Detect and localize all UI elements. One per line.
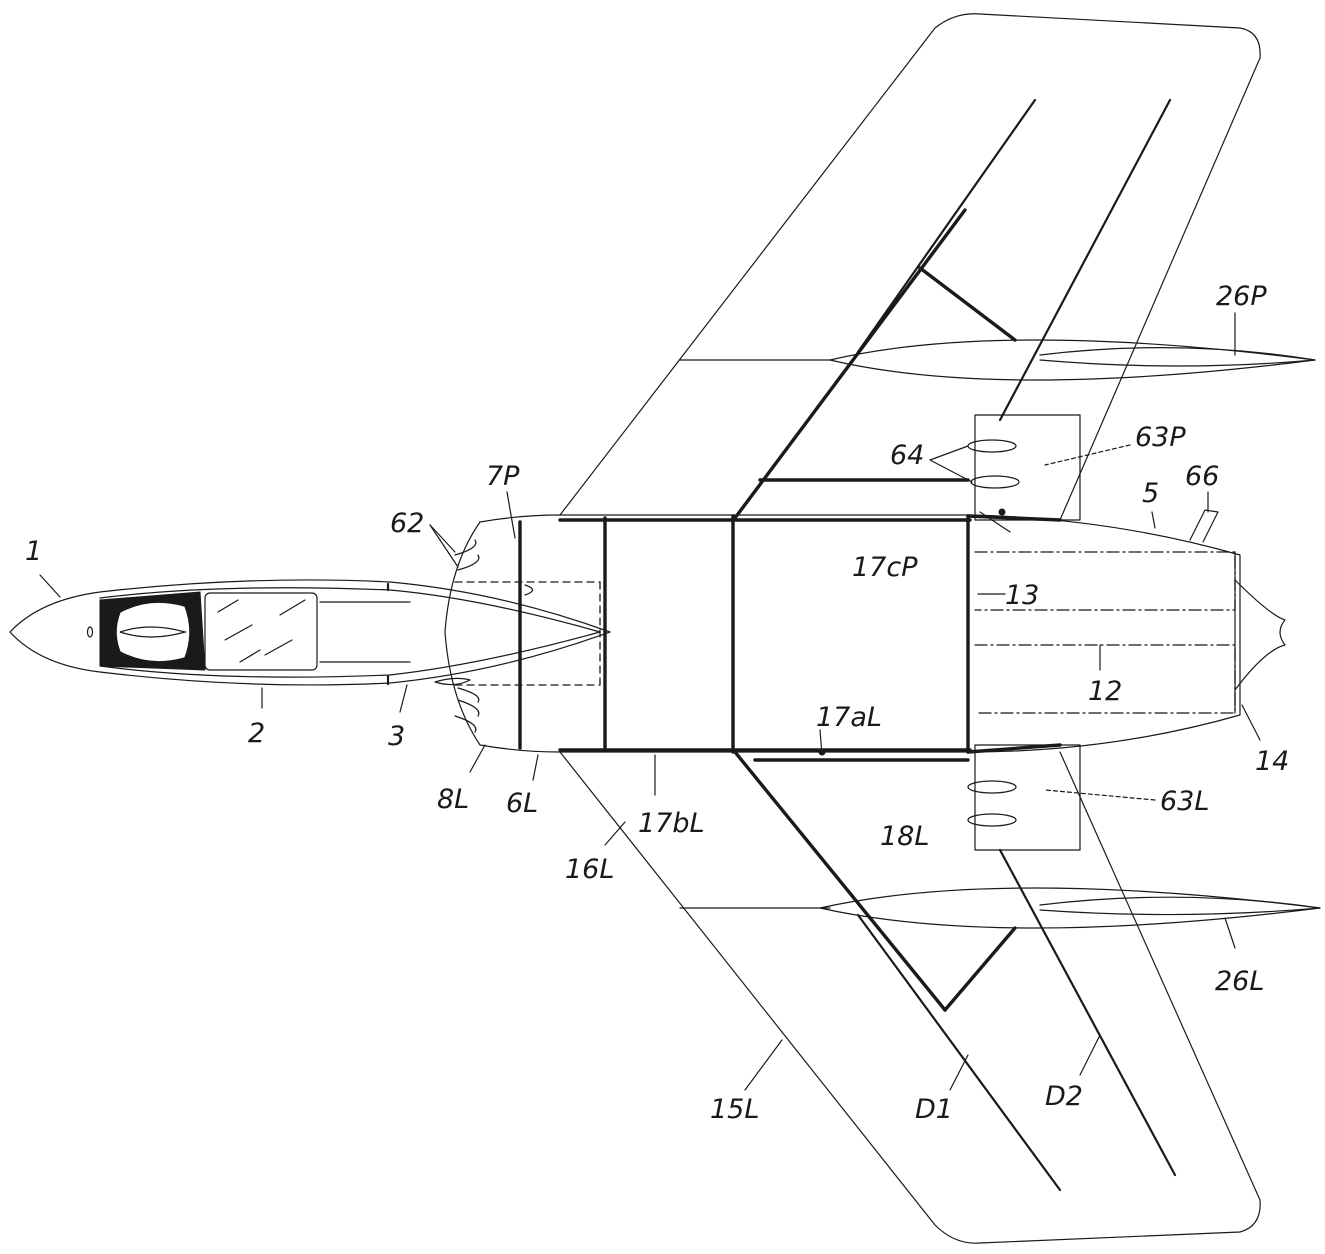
label-6l: 6L <box>506 788 538 819</box>
inlet-lip <box>524 584 534 596</box>
glass-hatch <box>224 624 253 641</box>
panel-63p <box>974 414 1081 521</box>
label-14: 14 <box>1255 746 1289 777</box>
label-12: 12 <box>1088 676 1122 707</box>
lower-wing-rib-a <box>943 926 1017 1012</box>
fitting-63l-b <box>967 813 1017 827</box>
canopy-glass <box>204 592 318 671</box>
leader-63p <box>1044 444 1131 466</box>
leader-7p <box>506 491 516 539</box>
leader-14 <box>1241 704 1261 741</box>
leader-1 <box>39 574 61 598</box>
label-66: 66 <box>1185 461 1219 492</box>
label-62: 62 <box>390 508 424 539</box>
label-63l: 63L <box>1160 786 1209 817</box>
label-d2: D2 <box>1045 1081 1083 1112</box>
leader-26l <box>1224 917 1236 949</box>
upper-pod-inner <box>1039 347 1316 367</box>
label-5: 5 <box>1142 478 1159 509</box>
lower-pod-outer <box>819 887 1321 929</box>
label-17bl: 17bL <box>638 808 705 839</box>
lower-wing-leading-structure <box>733 750 947 1012</box>
leader-62b <box>429 524 459 568</box>
leader-3 <box>399 684 408 713</box>
lower-spar-d1 <box>856 913 1062 1192</box>
canopy-outline <box>99 587 601 678</box>
louvre-62-lower <box>454 687 480 733</box>
lower-spar-d2 <box>998 848 1177 1177</box>
leader-lines <box>39 444 1261 1091</box>
upper-pod-outer <box>829 339 1316 381</box>
leader-64-b <box>929 459 973 483</box>
nose-outline <box>9 579 611 686</box>
label-18l: 18L <box>880 821 929 852</box>
nose-section <box>9 579 611 686</box>
lower-pod-inner <box>1039 896 1321 916</box>
nose-fairing <box>434 677 471 686</box>
label-16l: 16L <box>565 854 614 885</box>
longeron-lower-rear <box>966 743 1062 754</box>
leader-62a <box>429 524 456 553</box>
label-17al: 17aL <box>816 702 882 733</box>
leader-d2 <box>1079 1034 1101 1076</box>
label-26p: 26P <box>1216 281 1267 312</box>
label-2: 2 <box>248 718 265 749</box>
leader-16l <box>604 821 626 846</box>
leader-63l <box>1044 789 1156 801</box>
fitting-63l-a <box>967 780 1017 794</box>
upper-wing-rib-a <box>918 266 1017 342</box>
leader-5 <box>1151 511 1156 529</box>
label-63p: 63P <box>1135 422 1186 453</box>
leader-6l <box>532 754 539 781</box>
glass-hatch <box>264 639 293 656</box>
lower-wing-outline <box>559 751 1261 1244</box>
lower-wing <box>559 750 1261 1244</box>
upper-spar-d2 <box>998 98 1172 422</box>
label-26l: 26L <box>1215 966 1264 997</box>
antenna-66 <box>1189 509 1219 543</box>
label-3: 3 <box>388 721 405 752</box>
reference-labels: 1 2 3 5 6L 7P 8L 12 13 14 15L 16L 17aL 1… <box>25 281 1289 1125</box>
glass-hatch <box>279 599 306 616</box>
label-d1: D1 <box>915 1094 953 1125</box>
glass-hatch <box>239 649 261 663</box>
label-8l: 8L <box>437 784 469 815</box>
windshield-center <box>119 626 188 638</box>
upper-pod <box>829 312 1316 381</box>
fitting-64-b <box>970 475 1020 489</box>
longeron-17cp <box>966 514 1062 522</box>
label-17cp: 17cP <box>852 552 918 583</box>
label-15l: 15L <box>710 1094 759 1125</box>
label-1: 1 <box>25 536 42 567</box>
leader-8l <box>469 744 486 773</box>
leader-d1 <box>949 1054 969 1091</box>
label-64: 64 <box>890 440 924 471</box>
glass-hatch <box>217 599 239 613</box>
louvre-62-upper <box>454 539 480 571</box>
point-17al <box>818 748 826 756</box>
leader-17cp <box>979 511 1011 533</box>
tail-cone-14 <box>1234 579 1286 691</box>
upper-wing-outline <box>559 13 1261 521</box>
lower-pod <box>819 887 1321 949</box>
leader-15l <box>744 1039 783 1091</box>
label-13: 13 <box>1005 580 1039 611</box>
pitot <box>86 626 94 638</box>
panel-63l <box>974 744 1081 851</box>
label-7p: 7P <box>486 461 520 492</box>
point-17cp <box>998 508 1006 516</box>
leader-64-a <box>929 445 969 461</box>
upper-spar-d1 <box>856 98 1037 354</box>
